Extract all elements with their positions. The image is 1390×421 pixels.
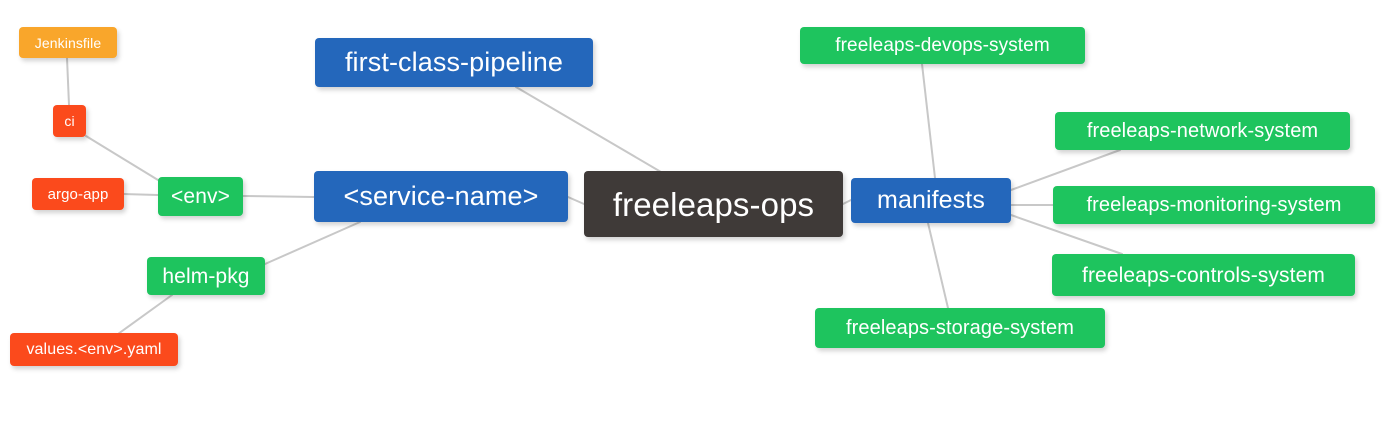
edge-root-to-pipeline xyxy=(515,86,662,173)
edge-manifests-to-network-sys xyxy=(1010,149,1121,191)
edge-manifests-to-devops-sys xyxy=(921,63,936,179)
node-controls-sys[interactable]: freeleaps-controls-system xyxy=(1052,254,1355,296)
edge-service-name-to-helm-pkg xyxy=(264,221,361,265)
node-manifests[interactable]: manifests xyxy=(851,178,1011,223)
node-root[interactable]: freeleaps-ops xyxy=(584,171,843,237)
node-devops-sys[interactable]: freeleaps-devops-system xyxy=(800,27,1085,64)
node-pipeline[interactable]: first-class-pipeline xyxy=(315,38,593,87)
node-argo-app[interactable]: argo-app xyxy=(32,178,124,210)
edge-service-name-to-env xyxy=(242,195,315,198)
edge-helm-pkg-to-values-yaml xyxy=(117,294,173,335)
edge-manifests-to-storage-sys xyxy=(927,222,949,309)
node-ci[interactable]: ci xyxy=(53,105,86,137)
node-env[interactable]: <env> xyxy=(158,177,243,216)
edge-env-to-argo-app xyxy=(123,193,159,196)
node-storage-sys[interactable]: freeleaps-storage-system xyxy=(815,308,1105,348)
node-jenkinsfile[interactable]: Jenkinsfile xyxy=(19,27,117,58)
node-network-sys[interactable]: freeleaps-network-system xyxy=(1055,112,1350,150)
node-service-name[interactable]: <service-name> xyxy=(314,171,568,222)
node-values-yaml[interactable]: values.<env>.yaml xyxy=(10,333,178,366)
edge-env-to-ci xyxy=(85,135,159,181)
edge-ci-to-jenkinsfile xyxy=(66,57,70,106)
edge-root-to-manifests xyxy=(842,199,852,205)
node-monitoring-sys[interactable]: freeleaps-monitoring-system xyxy=(1053,186,1375,224)
edge-root-to-service-name xyxy=(567,196,585,205)
node-helm-pkg[interactable]: helm-pkg xyxy=(147,257,265,295)
